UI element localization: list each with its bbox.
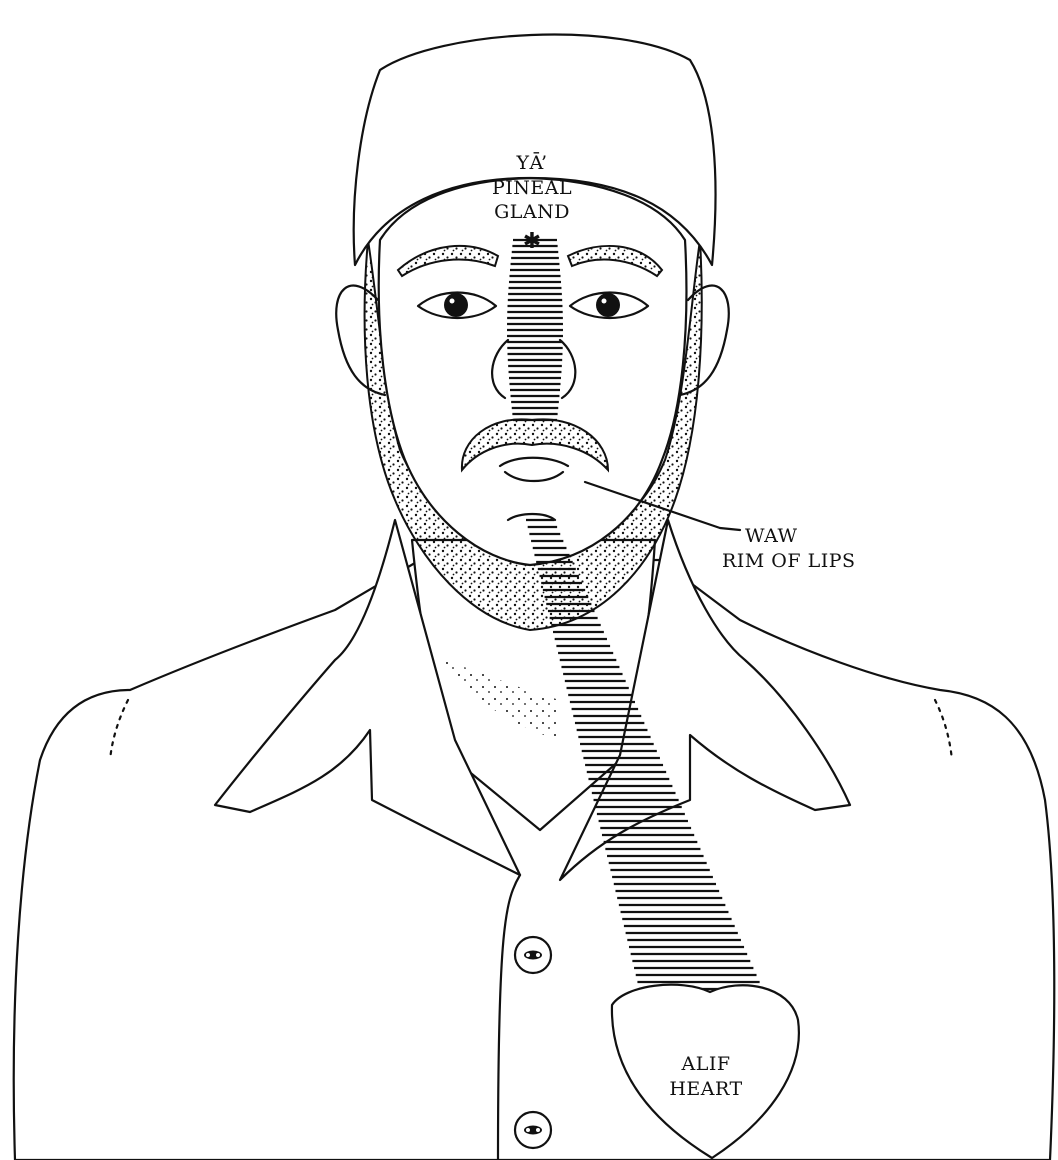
label-alif-letter: ALIF (680, 1053, 730, 1075)
shirt-button-lower (515, 1112, 551, 1148)
shirt-button-upper (515, 937, 551, 973)
label-waw-meaning: RIM OF LIPS (722, 550, 856, 572)
label-waw-letter: WAW (745, 525, 798, 547)
label-ya-letter: YĀ’ (515, 151, 547, 174)
label-ya-meaning-line2: GLAND (494, 201, 570, 223)
label-ya-meaning-line1: PINEAL (492, 177, 572, 199)
pineal-star-marker: ✱ (523, 229, 541, 254)
label-alif-meaning: HEART (669, 1078, 742, 1100)
